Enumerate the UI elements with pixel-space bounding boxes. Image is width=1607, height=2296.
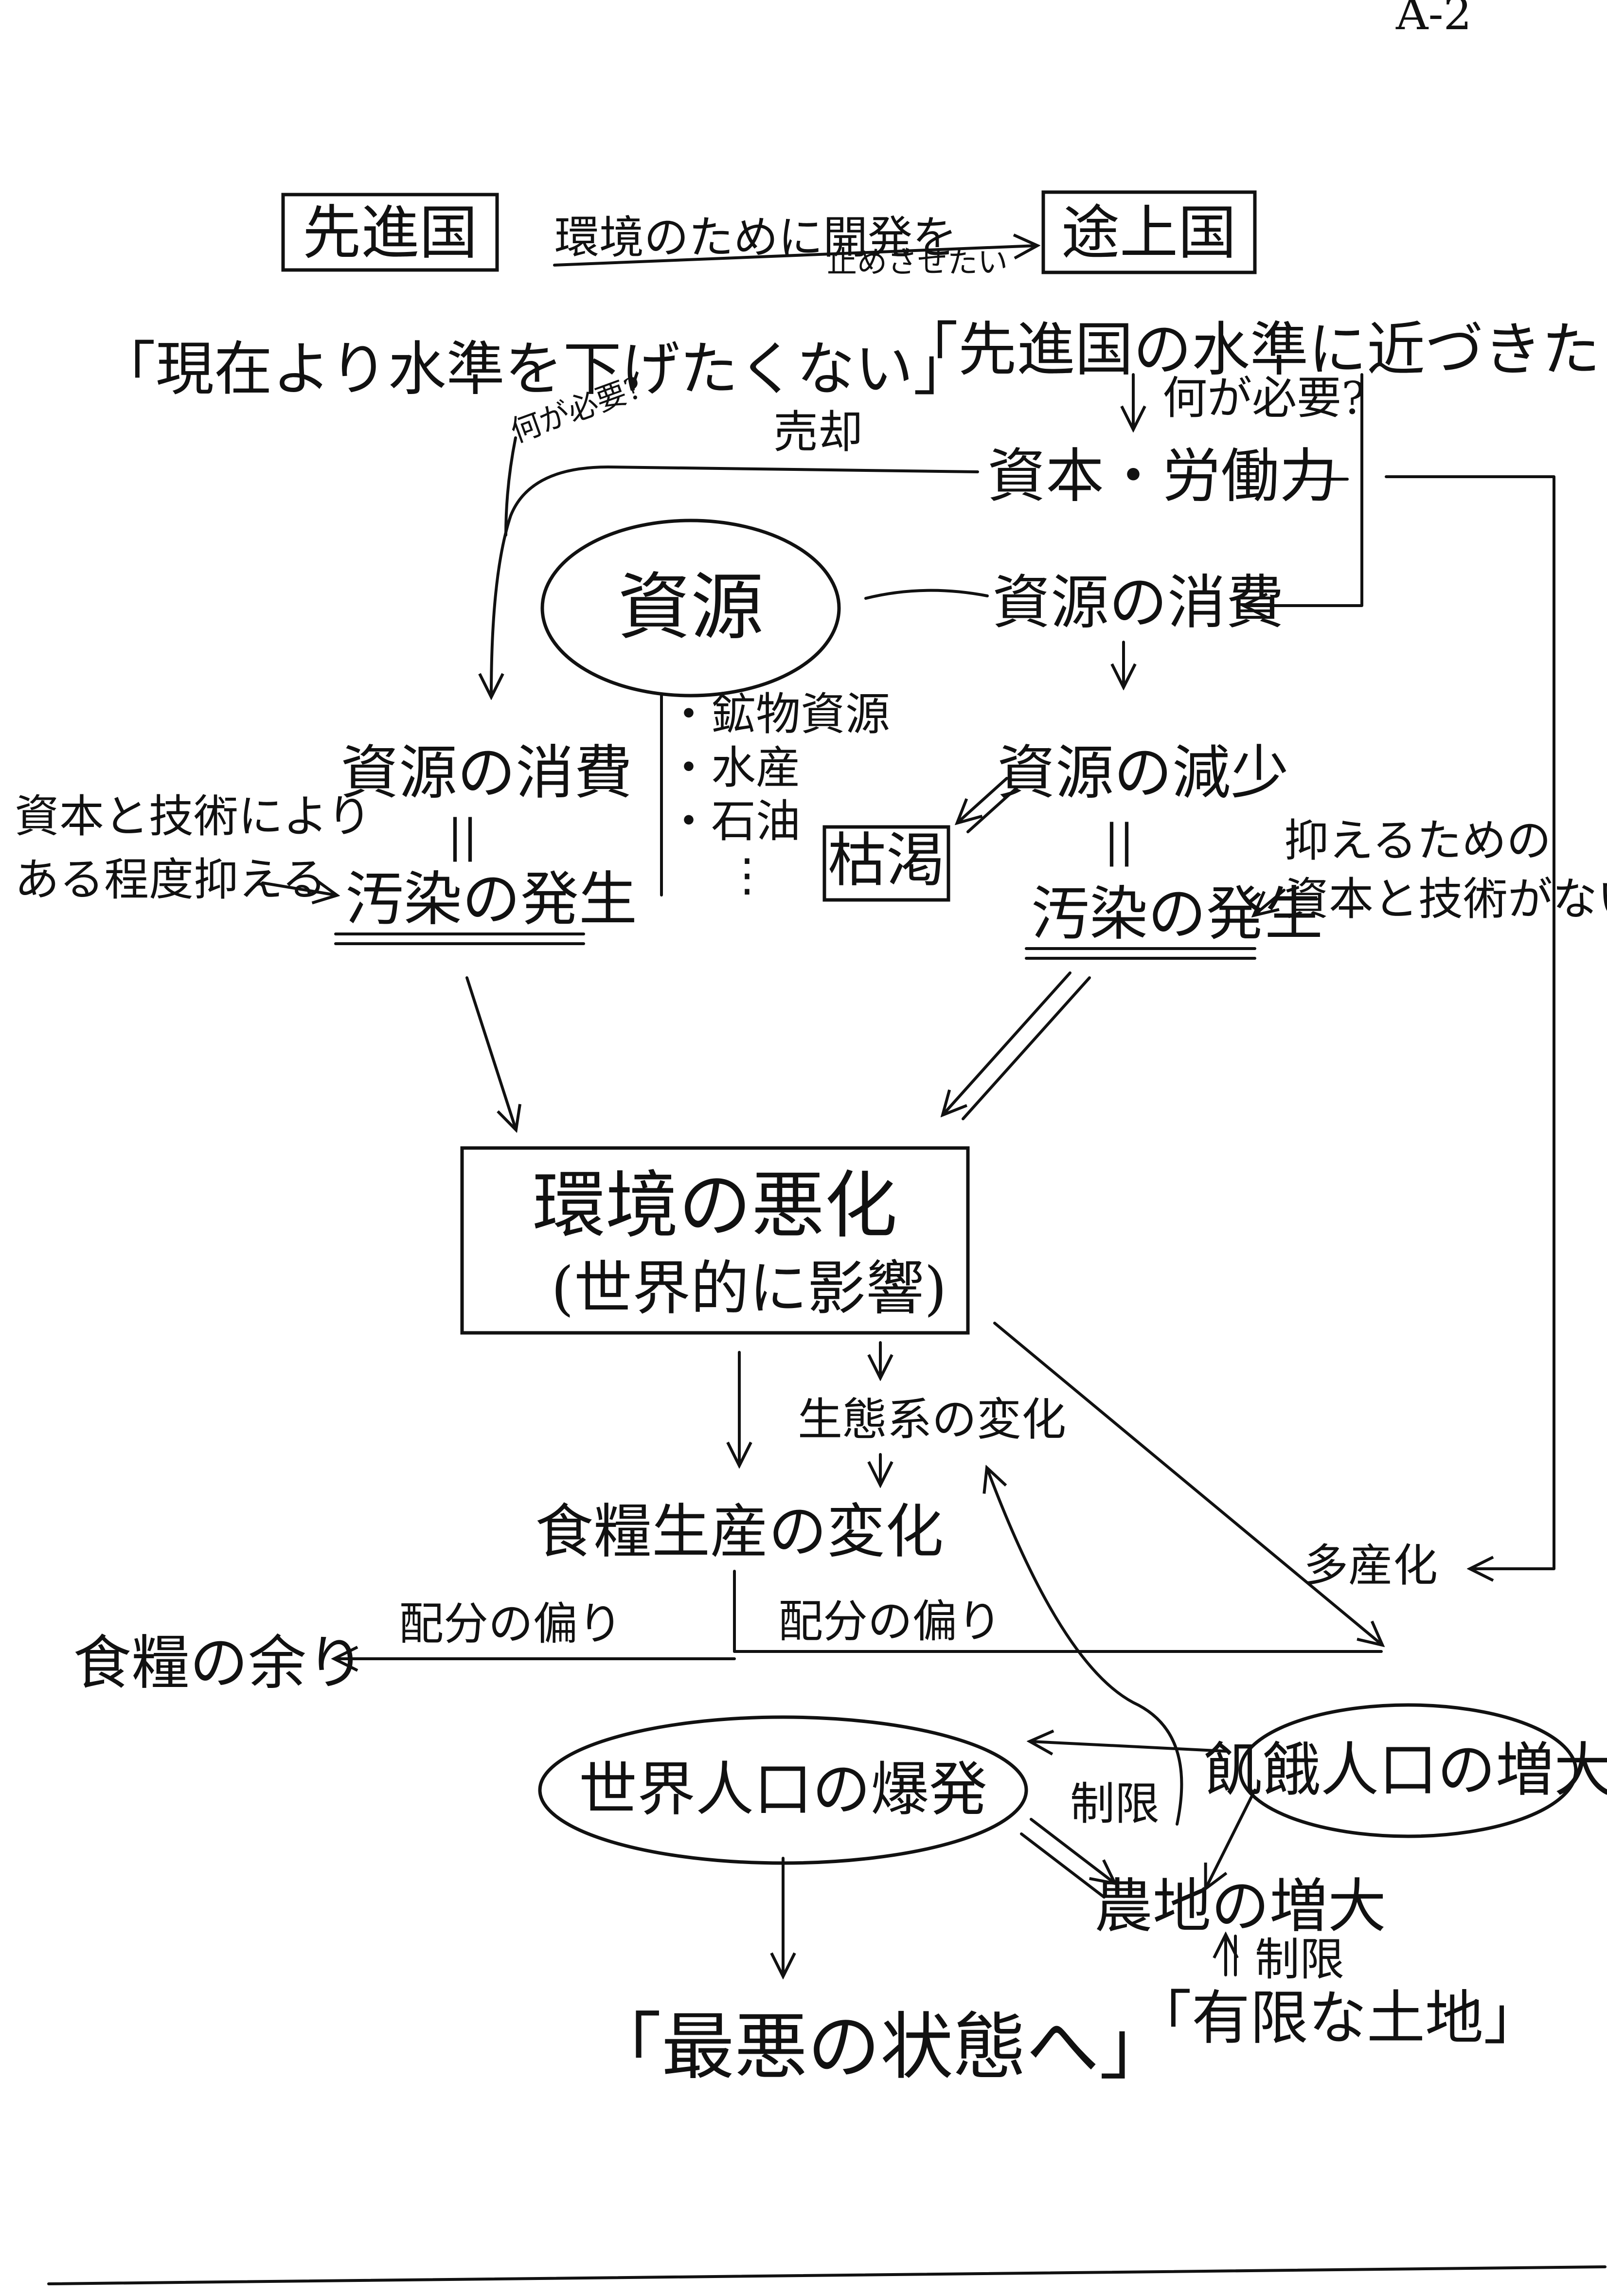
restriction-curve — [987, 1469, 1183, 1826]
arrow-right-to-env-a — [944, 971, 1071, 1114]
request-line2: 止めさせたい — [827, 244, 1008, 280]
pollution-right: 汚染の発生 — [1031, 880, 1323, 948]
arrow-starving-farmland — [1206, 1789, 1256, 1887]
tech-note-arrow — [261, 883, 336, 895]
capital-labor: 資本・労働力 — [987, 443, 1338, 510]
depletion-box — [822, 825, 950, 902]
population-explosion: 世界人口の爆発 — [579, 1756, 987, 1824]
no-tech-line2: 資本と技術がない — [1284, 873, 1607, 925]
bracket-right — [1245, 373, 1363, 606]
no-tech-arrow — [1255, 889, 1286, 915]
starving-increase: 飢餓人口の増大 — [1204, 1737, 1607, 1804]
arrow-left-to-env — [465, 976, 516, 1129]
arrow-right-to-env-b — [962, 976, 1091, 1120]
limited-land: 「有限な土地」 — [1133, 1985, 1542, 2052]
what-needed-right: 何が必要? — [1162, 372, 1365, 424]
equals-left: || — [447, 810, 478, 862]
restriction-1: 制限 — [1070, 1778, 1160, 1830]
developed-quote: 「現在より水準を下げたくない」 — [97, 336, 972, 403]
sale-label: 売却 — [773, 406, 863, 458]
ecosystem-change: 生態系の変化 — [798, 1394, 1066, 1446]
resource-list-1: ・鉱物資源 — [666, 688, 890, 740]
arrow-env-starving — [993, 1322, 1381, 1644]
resource-list-2: ・水産 — [666, 742, 801, 794]
farmland-increase: 農地の増大 — [1094, 1873, 1386, 1940]
tech-note-line1: 資本と技術により — [15, 790, 372, 843]
multi-birth: 多産化 — [1303, 1540, 1438, 1592]
resources-label: 資源 — [618, 565, 764, 650]
developing-quote: 「先進国の水準に近づきたい」 — [900, 316, 1607, 384]
worst-state: 「最悪の状態へ」 — [589, 2005, 1172, 2090]
resources-link — [864, 589, 989, 600]
resource-consumption-right: 資源の消費 — [992, 569, 1284, 637]
arrow-population-farmland-b — [1020, 1832, 1106, 1899]
request-arrow — [553, 246, 1036, 267]
distribution-bias-left: 配分の偏り — [399, 1598, 623, 1650]
resource-decrease: 資源の減少 — [997, 739, 1289, 807]
developing-box — [1041, 190, 1257, 274]
needed-left-curve — [504, 436, 517, 537]
tech-note-line2: ある程度抑える — [15, 854, 326, 906]
resource-consumption-left: 資源の消費 — [340, 739, 632, 807]
arrow-depletion-b — [966, 787, 1018, 833]
env-box — [460, 1146, 970, 1335]
pollution-left: 汚染の発生 — [345, 866, 637, 933]
env-worsening: 環境の悪化 — [533, 1164, 897, 1248]
food-surplus: 食糧の余り — [73, 1630, 365, 1697]
page-label: A-2 — [1395, 0, 1472, 40]
resources-oval — [540, 519, 841, 698]
no-tech-line1: 抑えるための — [1284, 815, 1551, 867]
sale-curve — [491, 466, 979, 696]
long-right-line — [1385, 475, 1555, 1569]
env-worldwide: (世界的に影響) — [551, 1255, 947, 1323]
restriction-2: 制限 — [1255, 1934, 1344, 1986]
starving-oval — [1238, 1703, 1578, 1838]
arrow-depletion-a — [958, 777, 1008, 822]
equals-right: || — [1104, 815, 1134, 867]
distribution-bias-right: 配分の偏り — [778, 1596, 1002, 1648]
food-production-change: 食糧生産の変化 — [535, 1498, 944, 1566]
arrow-starving-population — [1031, 1741, 1227, 1751]
request-line1: 環境のために開発を — [554, 212, 957, 264]
developing-label: 途上国 — [1061, 199, 1236, 267]
resource-list-4: ⋮ — [725, 849, 769, 901]
resource-list-3: ・石油 — [666, 795, 801, 847]
developed-label: 先進国 — [303, 199, 478, 267]
depletion-label: 枯渇 — [828, 827, 945, 895]
bottom-rule — [47, 2265, 1607, 2285]
arrow-population-farmland-a — [1030, 1818, 1114, 1883]
developed-box — [281, 193, 499, 272]
